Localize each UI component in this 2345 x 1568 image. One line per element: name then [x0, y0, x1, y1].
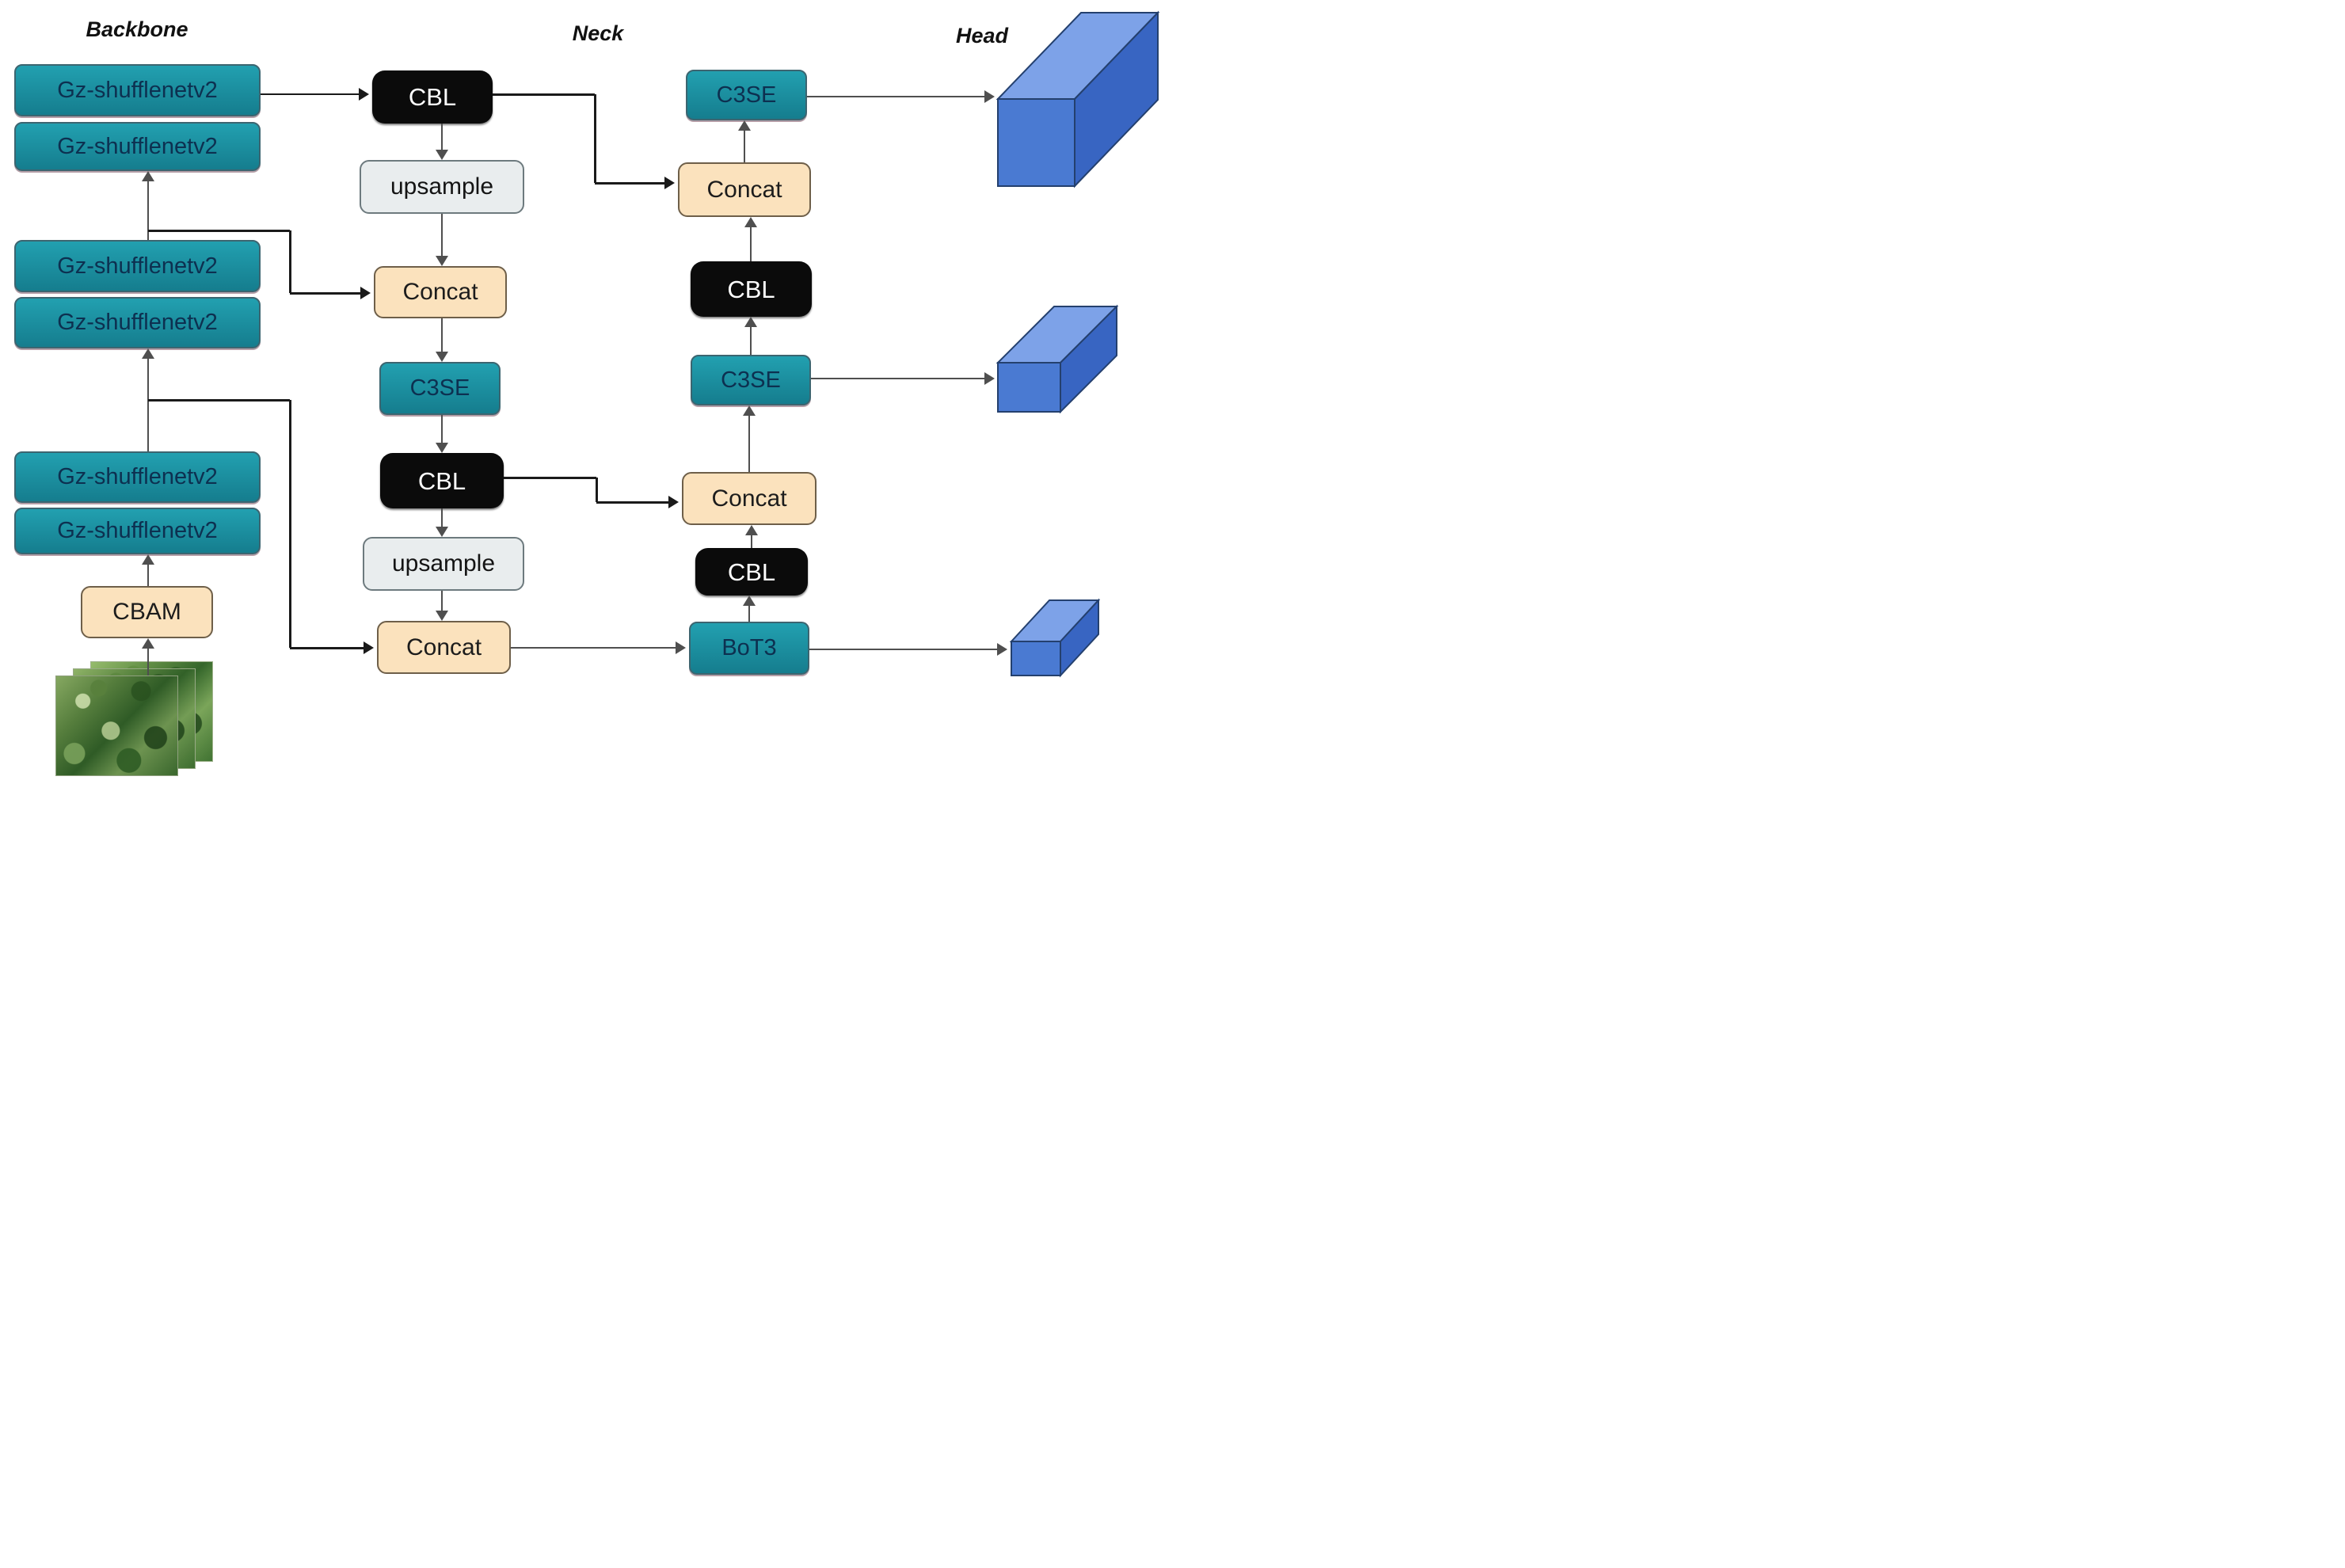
route-stage2-skip-to-concat1-arrowhead	[360, 287, 371, 299]
route-stage3-skip-to-concat2-segment	[290, 646, 365, 649]
arrow-c3ser-to-head2-segment	[811, 378, 986, 379]
arrow-concattop-to-c3setop-segment	[744, 129, 745, 162]
arrow-stage3-to-stage2-segment	[147, 357, 149, 451]
arrow-bot3-to-head3-segment	[809, 649, 999, 650]
neck-c3se-top: C3SE	[686, 70, 807, 120]
neck-concat-2: Concat	[377, 621, 511, 674]
arrow-upsample1-to-concat1-segment	[441, 214, 443, 257]
arrow-cblmid-to-upsample2-segment	[441, 508, 443, 528]
arrow-image-to-cbam-segment	[147, 647, 149, 676]
arrow-concat2-to-bot3-arrowhead	[676, 641, 686, 654]
route-stage2-skip-to-concat1-segment	[288, 230, 291, 293]
arrow-c3setop-to-head1-segment	[807, 96, 986, 97]
route-cblmid-to-concatright-segment	[595, 478, 598, 502]
arrow-c3ser-to-head2-arrowhead	[984, 372, 995, 385]
backbone-block-1: Gz-shufflenetv2	[14, 64, 261, 116]
head-output-medium	[995, 304, 1119, 414]
arrow-concattop-to-c3setop-arrowhead	[738, 120, 751, 131]
neck-cbl-mid: CBL	[380, 453, 504, 508]
route-stage2-skip-to-concat1-segment	[148, 229, 290, 232]
arrow-cblr2-to-concatr-segment	[751, 534, 752, 548]
head-output-small	[1009, 598, 1101, 678]
head-output-large	[995, 10, 1160, 188]
route-cbl-to-concattop-segment	[593, 94, 596, 183]
arrow-c3ser-to-cblr1-arrowhead	[744, 317, 757, 327]
route-cbl-to-concattop-segment	[493, 93, 595, 96]
architecture-diagram: Backbone Neck Head Gz-shufflenetv2 Gz-sh…	[0, 0, 1173, 784]
neck-title: Neck	[572, 21, 624, 45]
arrow-cblmid-to-upsample2-arrowhead	[436, 527, 448, 537]
arrow-cblr2-to-concatr-arrowhead	[745, 525, 758, 535]
backbone-block-3: Gz-shufflenetv2	[14, 240, 261, 292]
arrow-cbam-to-stage3-arrowhead	[142, 554, 154, 565]
route-stage3-skip-to-concat2-segment	[288, 400, 291, 648]
arrow-stage1-to-cbl-arrowhead	[359, 88, 369, 101]
neck-concat-right: Concat	[682, 472, 817, 525]
head-title: Head	[955, 24, 1009, 48]
arrow-c3ser-to-cblr1-segment	[750, 325, 752, 355]
neck-bot3-block: BoT3	[689, 622, 809, 675]
backbone-block-6: Gz-shufflenetv2	[14, 508, 261, 554]
route-cblmid-to-concatright-arrowhead	[668, 496, 679, 508]
arrow-stage3-to-stage2-arrowhead	[142, 348, 154, 359]
backbone-title: Backbone	[86, 17, 188, 41]
arrow-c3se1-to-cblmid-segment	[441, 415, 443, 444]
route-stage2-skip-to-concat1-segment	[290, 291, 362, 295]
neck-concat-1: Concat	[374, 266, 507, 318]
arrow-concat1-to-c3se1-segment	[441, 318, 443, 353]
route-stage3-skip-to-concat2-arrowhead	[364, 641, 374, 654]
neck-cbl-right-1: CBL	[691, 261, 812, 317]
neck-upsample-2: upsample	[363, 537, 524, 591]
backbone-block-5: Gz-shufflenetv2	[14, 451, 261, 503]
route-cbl-to-concattop-arrowhead	[664, 177, 675, 189]
backbone-block-4: Gz-shufflenetv2	[14, 297, 261, 348]
route-cbl-to-concattop-segment	[595, 181, 666, 185]
route-cblmid-to-concatright-segment	[596, 500, 670, 504]
route-cblmid-to-concatright-segment	[504, 476, 596, 479]
cbam-block: CBAM	[81, 586, 213, 638]
neck-c3se-1: C3SE	[379, 362, 501, 415]
neck-cbl-top: CBL	[372, 70, 493, 124]
arrow-stage2-to-stage1-segment	[147, 180, 149, 240]
arrow-stage2-to-stage1-arrowhead	[142, 171, 154, 181]
arrow-concat2-to-bot3-segment	[511, 647, 677, 649]
neck-concat-top: Concat	[678, 162, 811, 217]
arrow-cblr1-to-concattop-segment	[750, 226, 752, 261]
neck-upsample-1: upsample	[360, 160, 524, 214]
arrow-concat1-to-c3se1-arrowhead	[436, 352, 448, 362]
arrow-bot3-to-head3-arrowhead	[997, 643, 1007, 656]
arrow-c3se1-to-cblmid-arrowhead	[436, 443, 448, 453]
arrow-cbl-to-upsample1-segment	[441, 124, 443, 151]
route-stage3-skip-to-concat2-segment	[148, 398, 290, 402]
backbone-block-2: Gz-shufflenetv2	[14, 122, 261, 171]
arrow-cblr1-to-concattop-arrowhead	[744, 217, 757, 227]
arrow-upsample2-to-concat2-arrowhead	[436, 611, 448, 621]
arrow-cbl-to-upsample1-arrowhead	[436, 150, 448, 160]
arrow-cbam-to-stage3-segment	[147, 563, 149, 586]
arrow-image-to-cbam-arrowhead	[142, 638, 154, 649]
arrow-upsample2-to-concat2-segment	[441, 591, 443, 612]
arrow-concatr-to-c3ser-segment	[748, 414, 750, 472]
arrow-upsample1-to-concat1-arrowhead	[436, 256, 448, 266]
arrow-c3setop-to-head1-arrowhead	[984, 90, 995, 103]
arrow-stage1-to-cbl-segment	[261, 93, 360, 95]
neck-c3se-right: C3SE	[691, 355, 811, 405]
input-image-front	[55, 676, 178, 776]
arrow-bot3-to-cblr2-segment	[748, 604, 750, 622]
arrow-concatr-to-c3ser-arrowhead	[743, 405, 756, 416]
neck-cbl-right-2: CBL	[695, 548, 808, 596]
arrow-bot3-to-cblr2-arrowhead	[743, 596, 756, 606]
